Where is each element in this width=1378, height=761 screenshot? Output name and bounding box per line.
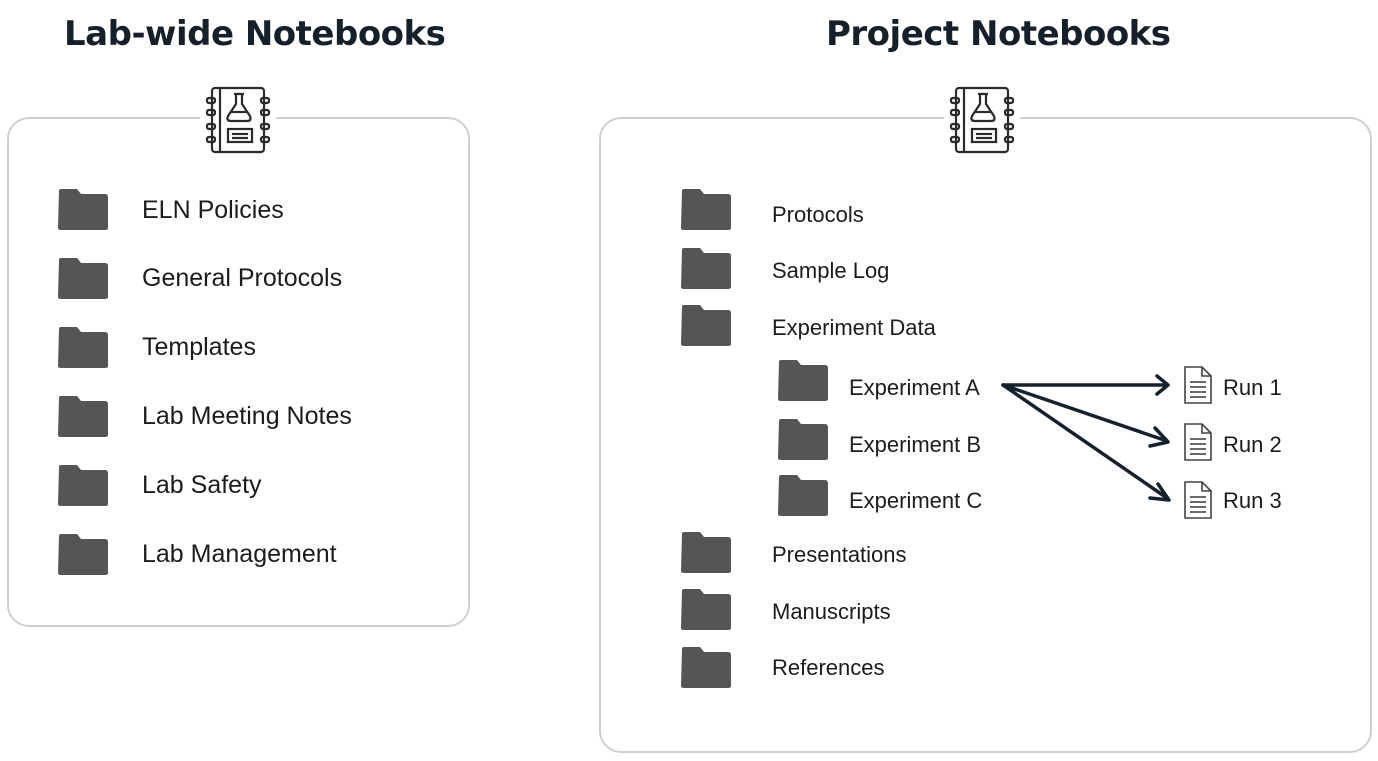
lab-item-eln-policies[interactable]: ELN Policies: [142, 196, 284, 224]
lab-notebook-icon: [200, 84, 276, 156]
lab-item-lab-meeting-notes[interactable]: Lab Meeting Notes: [142, 402, 352, 430]
arrowhead-run-1: [1155, 374, 1170, 396]
folder-icon: [57, 258, 109, 300]
lab-wide-title: Lab-wide Notebooks: [64, 14, 446, 54]
project-item-experiment-data[interactable]: Experiment Data: [772, 315, 936, 340]
folder-icon: [57, 396, 109, 438]
folder-icon: [57, 465, 109, 507]
project-item-presentations[interactable]: Presentations: [772, 542, 907, 567]
run-1-label[interactable]: Run 1: [1223, 375, 1282, 400]
folder-icon: [680, 248, 732, 290]
run-3-label[interactable]: Run 3: [1223, 488, 1282, 513]
lab-item-lab-safety[interactable]: Lab Safety: [142, 471, 262, 499]
arrowhead-run-3: [1148, 482, 1171, 502]
folder-icon: [57, 534, 109, 576]
folder-icon: [680, 189, 732, 231]
lab-item-general-protocols[interactable]: General Protocols: [142, 264, 343, 292]
folder-icon: [680, 647, 732, 689]
project-item-protocols[interactable]: Protocols: [772, 202, 864, 227]
folder-icon: [680, 305, 732, 347]
folder-icon: [680, 589, 732, 631]
folder-icon: [777, 475, 829, 517]
lab-item-templates[interactable]: Templates: [142, 333, 256, 361]
project-title: Project Notebooks: [826, 14, 1171, 54]
folder-icon: [680, 532, 732, 574]
project-notebook-icon: [944, 84, 1020, 156]
project-item-manuscripts[interactable]: Manuscripts: [772, 599, 891, 624]
experiment-b-label[interactable]: Experiment B: [849, 432, 982, 457]
run-2-label[interactable]: Run 2: [1223, 432, 1282, 457]
arrowhead-run-2: [1148, 426, 1170, 448]
folder-icon: [57, 327, 109, 369]
lab-item-lab-management[interactable]: Lab Management: [142, 540, 337, 568]
arrow-run-2: [1001, 383, 1169, 443]
arrow-run-3: [1001, 383, 1169, 500]
folder-icon: [777, 419, 829, 461]
folder-icon: [57, 189, 109, 231]
project-item-references[interactable]: References: [772, 655, 885, 680]
project-item-sample-log[interactable]: Sample Log: [772, 258, 890, 283]
project-panel: [599, 117, 1372, 753]
folder-icon: [777, 360, 829, 402]
document-icon: [1182, 365, 1214, 405]
experiment-c-label[interactable]: Experiment C: [849, 488, 983, 513]
document-icon: [1182, 422, 1214, 462]
document-icon: [1182, 480, 1214, 520]
experiment-a-label[interactable]: Experiment A: [849, 375, 980, 400]
